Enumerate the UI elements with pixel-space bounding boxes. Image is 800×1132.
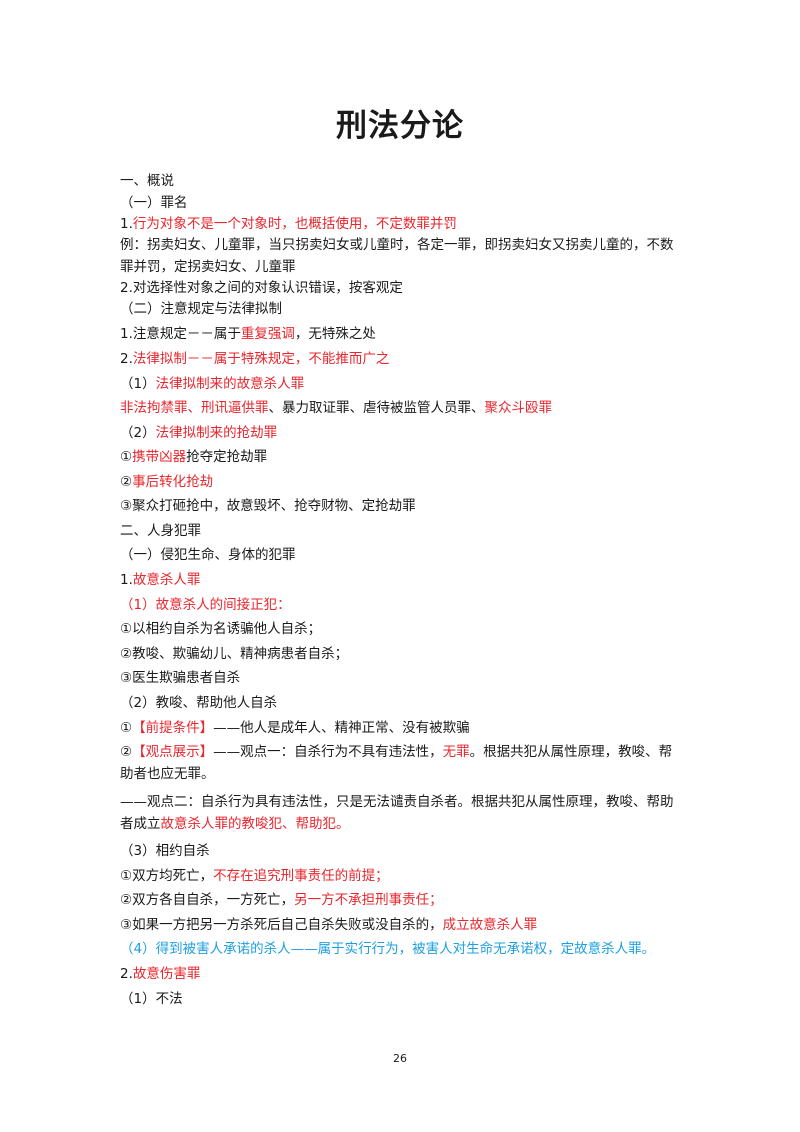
subsection-heading-provisions: （二）注意规定与法律拟制 <box>120 301 282 317</box>
rule-item-2: 2.对选择性对象之间的对象认识错误，按客观定 <box>120 280 403 296</box>
item-number: ② <box>120 474 133 490</box>
highlighted-text: 法律拟制来的抢劫罪 <box>155 425 278 441</box>
suicide-pact-case-1: ①双方均死亡，不存在追究刑事责任的前提； <box>120 865 685 887</box>
subsection-heading-life-body: （一）侵犯生命、身体的犯罪 <box>120 547 296 563</box>
suicide-pact-case-2: ②双方各自自杀，一方死亡，另一方不承担刑事责任； <box>120 889 685 911</box>
highlighted-text: 携带凶器 <box>132 449 187 465</box>
section-heading-personal-crimes: 二、人身犯罪 <box>120 523 201 539</box>
highlighted-text: 另一方不承担刑事责任； <box>294 892 443 908</box>
sub-item-indirect-principal: （1）故意杀人的间接正犯： <box>120 597 291 613</box>
highlighted-text: 行为对象不是一个对象时，也概括使用，不定数罪并罚 <box>132 216 457 232</box>
sub-item-robbery-fiction: （2）法律拟制来的抢劫罪 <box>120 422 685 444</box>
item-number: 2. <box>120 966 133 982</box>
highlighted-text: 故意杀人罪的教唆犯、帮助犯。 <box>160 816 350 832</box>
highlighted-text: 不存在追究刑事责任的前提； <box>213 868 389 884</box>
highlighted-label: 【前提条件】 <box>132 720 214 736</box>
suicide-pact-case-3: ③如果一方把另一方杀死后自己自杀失败或没自杀的，成立故意杀人罪 <box>120 914 685 936</box>
crime-heading-homicide: 1.故意杀人罪 <box>120 569 685 591</box>
subsection-heading-charges: （一）罪名 <box>120 195 188 211</box>
highlighted-text: 故意伤害罪 <box>132 966 201 982</box>
list-item: ③医生欺骗患者自杀 <box>120 670 241 686</box>
plain-text: 。根据共犯从属性原理，教唆、帮助者也应无罪。 <box>120 744 673 782</box>
robbery-case-2: ②事后转化抢劫 <box>120 471 685 493</box>
sub-item-suicide-pact: （3）相约自杀 <box>120 843 210 859</box>
item-number: ① <box>120 449 133 465</box>
rule-item-1: 1.行为对象不是一个对象时，也概括使用，不定数罪并罚 <box>120 213 685 235</box>
plain-text: ①双方均死亡， <box>120 868 214 884</box>
item-number: 2. <box>120 351 133 367</box>
item-number: 1. <box>120 572 133 588</box>
item-number: 1. <box>120 216 133 232</box>
sub-item-unlawfulness: （1）不法 <box>120 991 183 1007</box>
example-paragraph: 例：拐卖妇女、儿童罪，当只拐卖妇女或儿童时，各定一罪，即拐卖妇女又拐卖儿童的，不… <box>120 237 674 275</box>
item-number: （2） <box>120 425 156 441</box>
crime-heading-injury: 2.故意伤害罪 <box>120 963 685 985</box>
sub-item-homicide-fiction: （1）法律拟制来的故意杀人罪 <box>120 373 685 395</box>
plain-text: ③如果一方把另一方杀死后自己自杀失败或没自杀的， <box>120 917 443 933</box>
viewpoint-two-paragraph: ——观点二：自杀行为具有违法性，只是无法谴责自杀者。根据共犯从属性原理，教唆、帮… <box>120 791 685 835</box>
highlighted-text: 无罪 <box>442 744 470 760</box>
sub-item-victim-consent: （4）得到被害人承诺的杀人——属于实行行为，被害人对生命无承诺权，定故意杀人罪。 <box>120 941 656 957</box>
highlighted-text: 故意杀人罪 <box>132 572 201 588</box>
highlighted-label: 【观点展示】 <box>132 744 214 760</box>
highlighted-text: 法律拟制－－属于特殊规定，不能推而广之 <box>132 351 390 367</box>
highlighted-text: 非法拘禁罪、刑讯逼供罪 <box>120 400 269 416</box>
plain-text: ——他人是成年人、精神正常、没有被欺骗 <box>213 720 470 736</box>
highlighted-text: 聚众斗殴罪 <box>484 400 553 416</box>
plain-text: 、暴力取证罪、虐待被监管人员罪、 <box>268 400 485 416</box>
section-heading-overview: 一、概说 <box>120 173 174 189</box>
sub-item-abetting-suicide: （2）教唆、帮助他人自杀 <box>120 695 278 711</box>
rule-note-provision: 1.注意规定－－属于重复强调，无特殊之处 <box>120 323 685 345</box>
premise-condition: ①【前提条件】——他人是成年人、精神正常、没有被欺骗 <box>120 717 685 739</box>
item-number: （1） <box>120 376 156 392</box>
list-item: ②教唆、欺骗幼儿、精神病患者自杀； <box>120 646 349 662</box>
plain-text: 抢夺定抢劫罪 <box>186 449 268 465</box>
plain-text: ——观点一：自杀行为不具有违法性， <box>213 744 443 760</box>
plain-text: ，无特殊之处 <box>294 326 376 342</box>
robbery-case-1: ①携带凶器抢夺定抢劫罪 <box>120 446 685 468</box>
list-item: ①以相约自杀为名诱骗他人自杀； <box>120 621 322 637</box>
page-number: 26 <box>393 1052 407 1065</box>
item-number: ① <box>120 720 133 736</box>
crime-list: 非法拘禁罪、刑讯逼供罪、暴力取证罪、虐待被监管人员罪、聚众斗殴罪 <box>120 397 685 419</box>
highlighted-text: 重复强调 <box>240 326 295 342</box>
highlighted-text: 法律拟制来的故意杀人罪 <box>155 376 305 392</box>
rule-legal-fiction: 2.法律拟制－－属于特殊规定，不能推而广之 <box>120 348 685 370</box>
item-number: ② <box>120 744 133 760</box>
highlighted-text: 事后转化抢劫 <box>132 474 214 490</box>
plain-text: ②双方各自自杀，一方死亡， <box>120 892 295 908</box>
plain-text: 1.注意规定－－属于 <box>120 326 241 342</box>
viewpoint-one-paragraph: ②【观点展示】——观点一：自杀行为不具有违法性，无罪。根据共犯从属性原理，教唆、… <box>120 741 685 785</box>
page-title: 刑法分论 <box>336 108 464 144</box>
robbery-case-3: ③聚众打砸抢中，故意毁坏、抢夺财物、定抢劫罪 <box>120 498 416 514</box>
plain-text: ——观点二：自杀行为具有违法性，只是无法谴责自杀者。根据共犯从属性原理，教唆、帮… <box>120 794 674 832</box>
highlighted-text: 成立故意杀人罪 <box>442 917 538 933</box>
